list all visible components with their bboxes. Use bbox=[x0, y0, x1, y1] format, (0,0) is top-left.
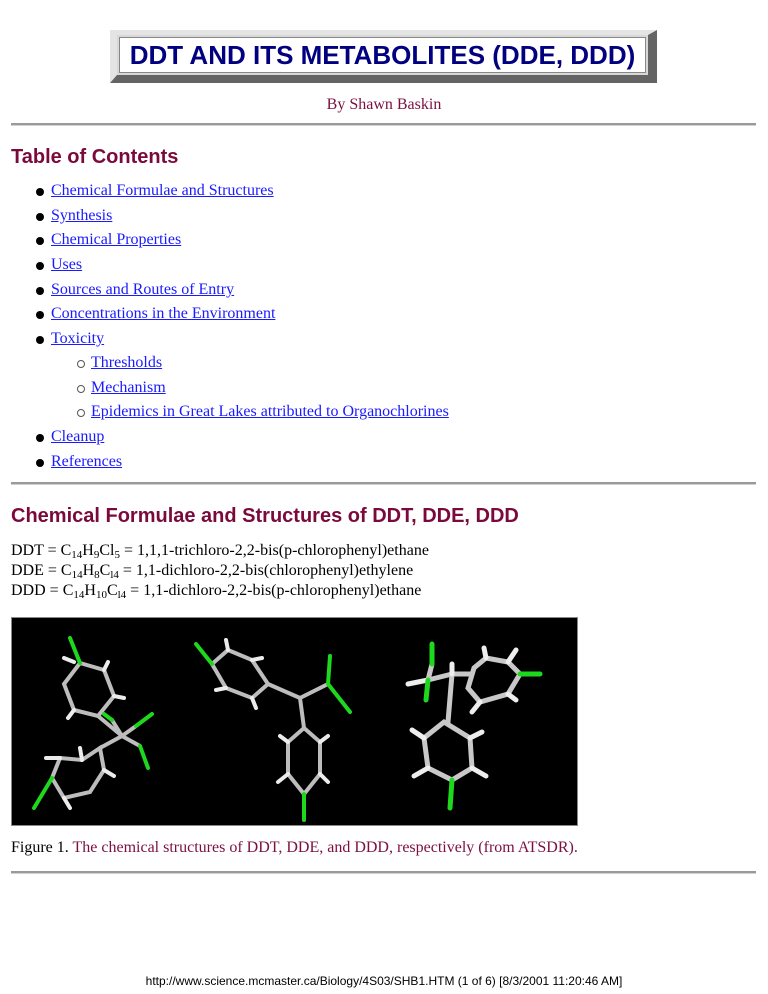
formula-subscript: 9 bbox=[93, 549, 100, 561]
divider bbox=[11, 482, 756, 485]
toc-link-thresholds[interactable]: Thresholds bbox=[91, 354, 163, 371]
toc-item: Synthesis bbox=[36, 207, 113, 225]
toc-item: Cleanup bbox=[36, 428, 105, 446]
compound-name: DDE bbox=[11, 562, 44, 579]
bullet-disc-icon bbox=[36, 434, 44, 442]
molecular-formula: C14H9Cl5 bbox=[60, 542, 120, 561]
formula-element: C bbox=[62, 582, 74, 599]
divider bbox=[11, 871, 756, 874]
toc-link-mechanism[interactable]: Mechanism bbox=[91, 379, 166, 396]
toc-item: Uses bbox=[36, 256, 83, 274]
formula-element: C bbox=[60, 542, 72, 559]
author-byline: By Shawn Baskin bbox=[326, 96, 442, 113]
formula-subscript: 14 bbox=[71, 569, 83, 581]
formula-subscript: 14 bbox=[71, 549, 83, 561]
formula-ddd: DDD = C14H10Cl4 = 1,1-dichloro-2,2-bis(p… bbox=[11, 581, 421, 601]
equals: = bbox=[43, 562, 61, 579]
iupac-name: = 1,1-dichloro-2,2-bis(chlorophenyl)ethy… bbox=[118, 562, 414, 579]
toc-item: Sources and Routes of Entry bbox=[36, 281, 235, 299]
bullet-circle-icon bbox=[77, 360, 85, 368]
bullet-disc-icon bbox=[36, 459, 44, 467]
figure-caption-text: The chemical structures of DDT, DDE, and… bbox=[68, 839, 578, 856]
print-footer: http://www.science.mcmaster.ca/Biology/4… bbox=[145, 974, 623, 988]
bullet-disc-icon bbox=[36, 287, 44, 295]
figure-caption: Figure 1. The chemical structures of DDT… bbox=[11, 839, 578, 857]
bullet-disc-icon bbox=[36, 336, 44, 344]
toc-subitem: Mechanism bbox=[77, 379, 166, 397]
toc-link-toxicity[interactable]: Toxicity bbox=[51, 330, 105, 347]
bullet-disc-icon bbox=[36, 213, 44, 221]
dde-molecule bbox=[194, 638, 352, 822]
title-banner-inner: DDT AND ITS METABOLITES (DDE, DDD) bbox=[119, 37, 646, 73]
bullet-disc-icon bbox=[36, 237, 44, 245]
molecular-formula: C14H8Cl4 bbox=[60, 562, 119, 581]
bullet-disc-icon bbox=[36, 262, 44, 270]
title-banner: DDT AND ITS METABOLITES (DDE, DDD) bbox=[110, 30, 657, 83]
formula-subscript: l4 bbox=[117, 589, 127, 601]
figure-label: Figure 1. bbox=[11, 839, 69, 856]
toc-link-sources[interactable]: Sources and Routes of Entry bbox=[51, 281, 235, 298]
toc-link-cleanup[interactable]: Cleanup bbox=[51, 428, 105, 445]
equals: = bbox=[43, 542, 61, 559]
toc-item: References bbox=[36, 453, 123, 471]
formula-subscript: 8 bbox=[94, 569, 100, 581]
formula-subscript: 14 bbox=[73, 589, 85, 601]
toc-item: Chemical Formulae and Structures bbox=[36, 182, 274, 200]
molecular-formula: C14H10Cl4 bbox=[62, 582, 127, 601]
toc-link-uses[interactable]: Uses bbox=[51, 256, 83, 273]
ddt-molecule bbox=[32, 636, 154, 810]
toc-link-synthesis[interactable]: Synthesis bbox=[51, 207, 113, 224]
toc-link-chemical-properties[interactable]: Chemical Properties bbox=[51, 231, 182, 248]
formula-element: C bbox=[60, 562, 72, 579]
formula-subscript: 10 bbox=[95, 589, 107, 601]
compound-name: DDD bbox=[11, 582, 46, 599]
equals: = bbox=[45, 582, 63, 599]
bullet-disc-icon bbox=[36, 311, 44, 319]
toc-subitem: Epidemics in Great Lakes attributed to O… bbox=[77, 403, 449, 421]
page-title: DDT AND ITS METABOLITES (DDE, DDD) bbox=[129, 39, 636, 70]
formula-element: C bbox=[106, 582, 118, 599]
ddd-molecule bbox=[405, 641, 543, 811]
formula-element: H bbox=[82, 562, 95, 579]
toc-link-references[interactable]: References bbox=[51, 453, 123, 470]
formula-subscript: 5 bbox=[114, 549, 120, 561]
formula-subscript: l4 bbox=[110, 569, 119, 581]
formula-element: C bbox=[99, 562, 111, 579]
bullet-circle-icon bbox=[77, 385, 85, 393]
molecule-structures-image bbox=[11, 617, 578, 826]
divider bbox=[11, 123, 756, 126]
toc-subitem: Thresholds bbox=[77, 354, 163, 372]
formula-element: Cl bbox=[99, 542, 115, 559]
toc-item: Toxicity bbox=[36, 330, 105, 348]
toc-link-chemical-formulae[interactable]: Chemical Formulae and Structures bbox=[51, 182, 274, 199]
iupac-name: = 1,1,1-trichloro-2,2-bis(p-chlorophenyl… bbox=[119, 542, 429, 559]
toc-link-epidemics[interactable]: Epidemics in Great Lakes attributed to O… bbox=[91, 403, 449, 420]
formulae-heading: Chemical Formulae and Structures of DDT,… bbox=[11, 505, 519, 527]
formula-ddt: DDT = C14H9Cl5 = 1,1,1-trichloro-2,2-bis… bbox=[11, 541, 429, 561]
formula-element: H bbox=[82, 542, 94, 559]
toc-link-concentrations[interactable]: Concentrations in the Environment bbox=[51, 305, 276, 322]
bullet-circle-icon bbox=[77, 409, 85, 417]
compound-name: DDT bbox=[11, 542, 44, 559]
toc-heading: Table of Contents bbox=[11, 146, 179, 168]
toc-item: Chemical Properties bbox=[36, 231, 182, 249]
iupac-name: = 1,1-dichloro-2,2-bis(p-chlorophenyl)et… bbox=[126, 582, 422, 599]
bullet-disc-icon bbox=[36, 188, 44, 196]
toc-item: Concentrations in the Environment bbox=[36, 305, 276, 323]
formula-dde: DDE = C14H8Cl4 = 1,1-dichloro-2,2-bis(ch… bbox=[11, 561, 413, 581]
formula-element: H bbox=[84, 582, 96, 599]
